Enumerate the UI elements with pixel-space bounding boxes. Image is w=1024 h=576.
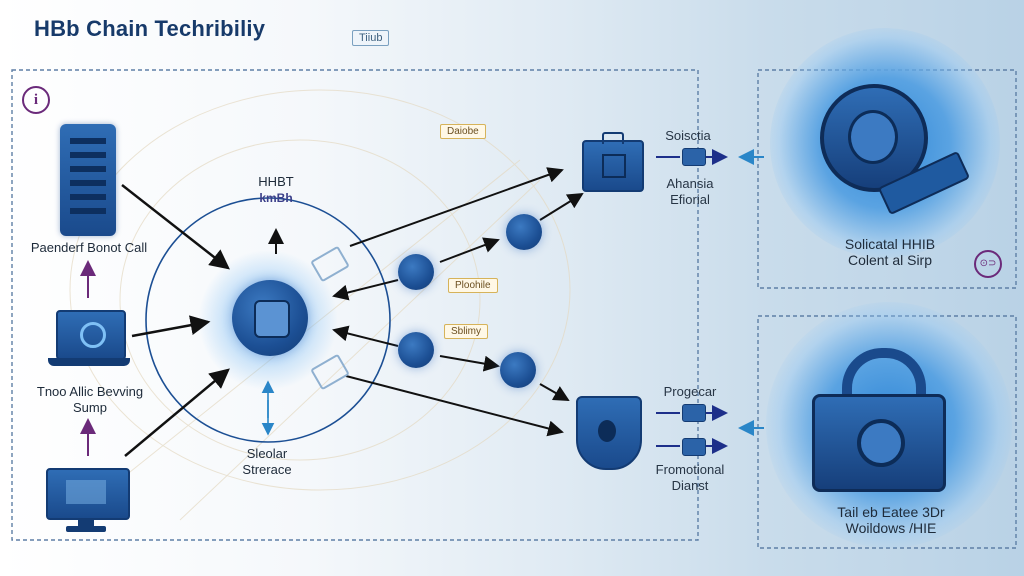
network-node[interactable] xyxy=(398,332,434,368)
right-top-sublabel-line1: Ahansia xyxy=(666,176,714,191)
right-bottom-label: Progecar xyxy=(663,384,717,399)
router-icon xyxy=(682,438,706,456)
bottom-panel-caption-line1: Tail eb Eatee 3Dr xyxy=(837,504,945,520)
router-icon xyxy=(682,404,706,422)
server-icon xyxy=(60,124,116,236)
server-label: Paenderf Bonot Call xyxy=(30,240,148,255)
top-panel-caption-line1: Solicatal HHIB xyxy=(844,236,936,252)
laptop-icon xyxy=(48,310,130,372)
right-top-label: Soisctia xyxy=(665,128,711,143)
bottom-panel-caption-line2: Woildows /HIE xyxy=(845,520,937,536)
right-bottom-sublabel-line1: Fromotional xyxy=(655,462,725,477)
title-tag: Tiiub xyxy=(352,30,390,46)
data-tag-3: Sblimy xyxy=(444,324,489,339)
briefcase-icon xyxy=(582,132,644,192)
link-icon-glyph: ⊙⊃ xyxy=(979,258,997,269)
padlock-icon xyxy=(812,348,946,492)
laptop-label-line2: Sump xyxy=(73,400,107,415)
hub-bottom-label-line1: Sleolar xyxy=(246,446,288,461)
router-icon xyxy=(682,148,706,166)
laptop-label-line1: Tnoo Allic Bevving xyxy=(36,384,144,399)
hub-top-label-line1: HHBT xyxy=(258,174,294,189)
main-panel-border xyxy=(11,69,699,541)
network-node[interactable] xyxy=(500,352,536,388)
info-icon[interactable]: i xyxy=(22,86,50,114)
link-icon[interactable]: ⊙⊃ xyxy=(974,250,1002,278)
network-node[interactable] xyxy=(398,254,434,290)
central-hub-node[interactable] xyxy=(232,280,308,356)
hub-top-label-line2: kmBh xyxy=(259,191,293,205)
page-title: HBb Chain Techribiliy xyxy=(34,16,266,41)
network-node[interactable] xyxy=(506,214,542,250)
right-top-sublabel-line2: Efiorial xyxy=(670,192,710,207)
monitor-icon xyxy=(46,468,130,534)
hub-bottom-label-line2: Strerace xyxy=(242,462,292,477)
data-tag-1: Daiobe xyxy=(440,124,486,139)
hub-device-icon xyxy=(254,300,290,338)
shield-icon xyxy=(576,396,642,470)
info-icon-glyph: i xyxy=(33,92,39,108)
top-panel-caption-line2: Colent al Sirp xyxy=(847,252,933,268)
data-tag-2: Ploohile xyxy=(448,278,498,293)
right-bottom-sublabel-line2: Dianst xyxy=(671,478,709,493)
